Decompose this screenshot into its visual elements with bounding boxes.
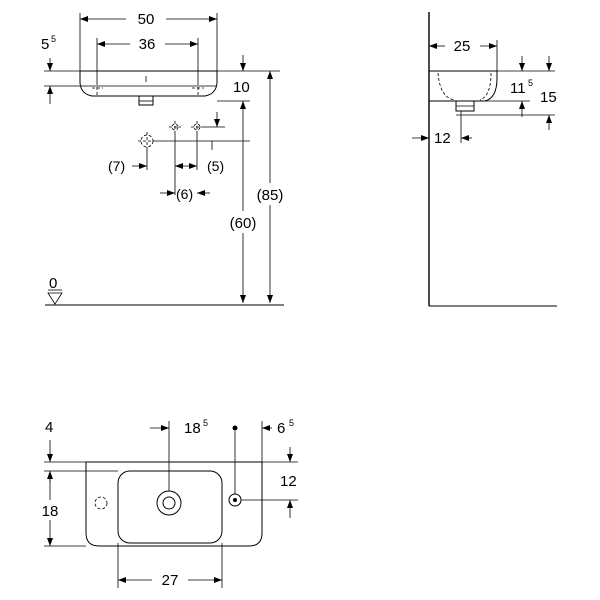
plan-view: 4 18 18 5 6 5	[35, 418, 298, 589]
bowl-side-profile	[437, 72, 456, 101]
dim-waste-position: 18 5	[150, 418, 208, 491]
dim-label-tap-spacing: 36	[139, 36, 156, 53]
dim-label-supply-mid: (6)	[176, 186, 193, 202]
dim-label-rim-height: 10	[233, 79, 250, 96]
dim-label-rim-floor-height: (85)	[257, 187, 284, 204]
tap-hole-plan	[228, 493, 242, 507]
dim-label-overall-height: 15	[540, 89, 557, 106]
dim-rim-floor-height: (85)	[255, 71, 285, 303]
overflow-hole-plan	[94, 496, 108, 510]
supply-connection-drain	[138, 132, 156, 150]
dim-bowl-depth: 11 5	[497, 56, 555, 117]
dim-supply-height-marker	[156, 112, 250, 142]
dim-label-waste-position: 18	[184, 420, 201, 437]
floor-level-label: 0	[49, 275, 57, 292]
basin-plan-outline	[85, 461, 263, 547]
side-view: 25 11 5 15 12	[412, 12, 557, 307]
dim-tap-depth: 12	[241, 447, 298, 518]
dim-supply-right: (5)	[174, 133, 224, 195]
bowl-plan-outline	[117, 470, 223, 544]
dim-projection: 25	[429, 38, 498, 71]
dim-label-supply-left: (7)	[108, 158, 125, 174]
basin-front-outline	[79, 70, 218, 97]
dim-depth: 18	[35, 471, 86, 547]
dim-label-tap-position: 6	[277, 420, 285, 437]
dim-wall-offset: 4	[44, 419, 118, 482]
front-view: 50 36 5 5 10	[41, 11, 285, 306]
dim-bowl-width: 27	[117, 543, 223, 589]
dim-label-rim-offset-sup: 5	[51, 34, 56, 44]
dim-label-bowl-width: 27	[162, 572, 179, 589]
dim-waste-from-wall: 12	[412, 111, 472, 147]
dim-label-overall-width: 50	[138, 11, 155, 28]
supply-connection-hot	[191, 121, 203, 133]
dim-rim-offset: 5 5	[41, 34, 80, 104]
dim-label-bowl-depth: 11	[510, 80, 526, 97]
supply-connection-cold	[169, 121, 181, 133]
tap-hole-right	[192, 82, 204, 97]
waste-plan	[156, 490, 182, 516]
dim-label-depth: 18	[42, 503, 59, 520]
dim-supply-left: (7)	[108, 150, 148, 174]
dim-label-wall-offset: 4	[45, 419, 53, 436]
dim-label-supply-right: (5)	[207, 158, 224, 174]
floor-line: 0	[45, 275, 284, 306]
dim-tap-position: 6 5	[232, 418, 294, 494]
waste-outlet	[138, 96, 154, 106]
dim-tap-spacing: 36	[96, 36, 199, 82]
dim-overall-width: 50	[79, 11, 218, 71]
dim-label-tap-position-sup: 5	[289, 418, 294, 428]
dim-rim-height: 10	[217, 55, 280, 102]
dim-supply-mid: (6)	[160, 186, 210, 202]
basin-side-outline	[429, 70, 498, 102]
dim-label-rim-offset: 5	[41, 36, 49, 53]
dim-label-waste-position-sup: 5	[203, 418, 208, 428]
dim-label-waste-from-wall: 12	[434, 130, 451, 147]
dim-waste-height: (60)	[228, 101, 258, 303]
tap-hole-left	[92, 82, 103, 97]
dim-overall-height: 15	[540, 56, 557, 130]
dim-label-projection: 25	[454, 38, 471, 55]
dim-label-waste-height: (60)	[230, 215, 257, 232]
dim-label-bowl-depth-sup: 5	[528, 78, 533, 88]
dim-label-tap-depth: 12	[280, 473, 297, 490]
